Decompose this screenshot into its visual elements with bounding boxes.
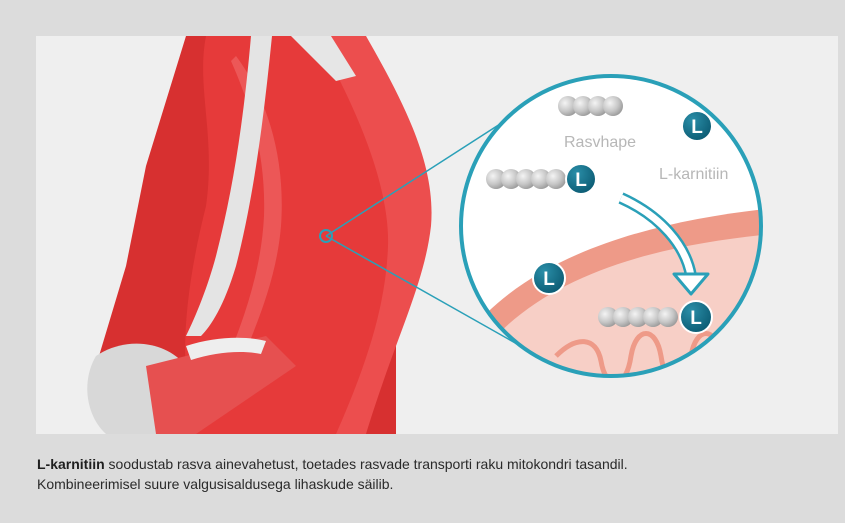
svg-text:L: L (690, 308, 702, 329)
caption-bold: L-karnitiin (37, 456, 105, 472)
caption-line1: soodustab rasva ainevahetust, toetades r… (105, 456, 628, 472)
illustration-panel: Rasvhape L L-karnitiin L (36, 36, 838, 434)
caption: L-karnitiin soodustab rasva ainevahetust… (37, 454, 827, 494)
fatty-acid-chain-mitochondria (598, 307, 678, 327)
fatty-acid-chain-bound (486, 169, 566, 189)
svg-text:L: L (575, 170, 587, 191)
carnitine-badge-mitochondria: L (680, 301, 712, 333)
svg-text:L: L (691, 117, 703, 138)
zoom-circle: Rasvhape L L-karnitiin L (461, 76, 796, 434)
carnitine-badge-bound: L (566, 164, 596, 194)
muscle-group (87, 36, 431, 434)
carnitine-badge-membrane: L (533, 262, 565, 294)
label-carnitine: L-karnitiin (659, 166, 728, 183)
carnitine-badge: L (682, 111, 712, 141)
muscle-carnitine-illustration: Rasvhape L L-karnitiin L (36, 36, 838, 434)
label-fatty-acid: Rasvhape (564, 134, 636, 151)
svg-text:L: L (543, 269, 555, 290)
caption-line2: Kombineerimisel suure valgusisaldusega l… (37, 476, 393, 492)
